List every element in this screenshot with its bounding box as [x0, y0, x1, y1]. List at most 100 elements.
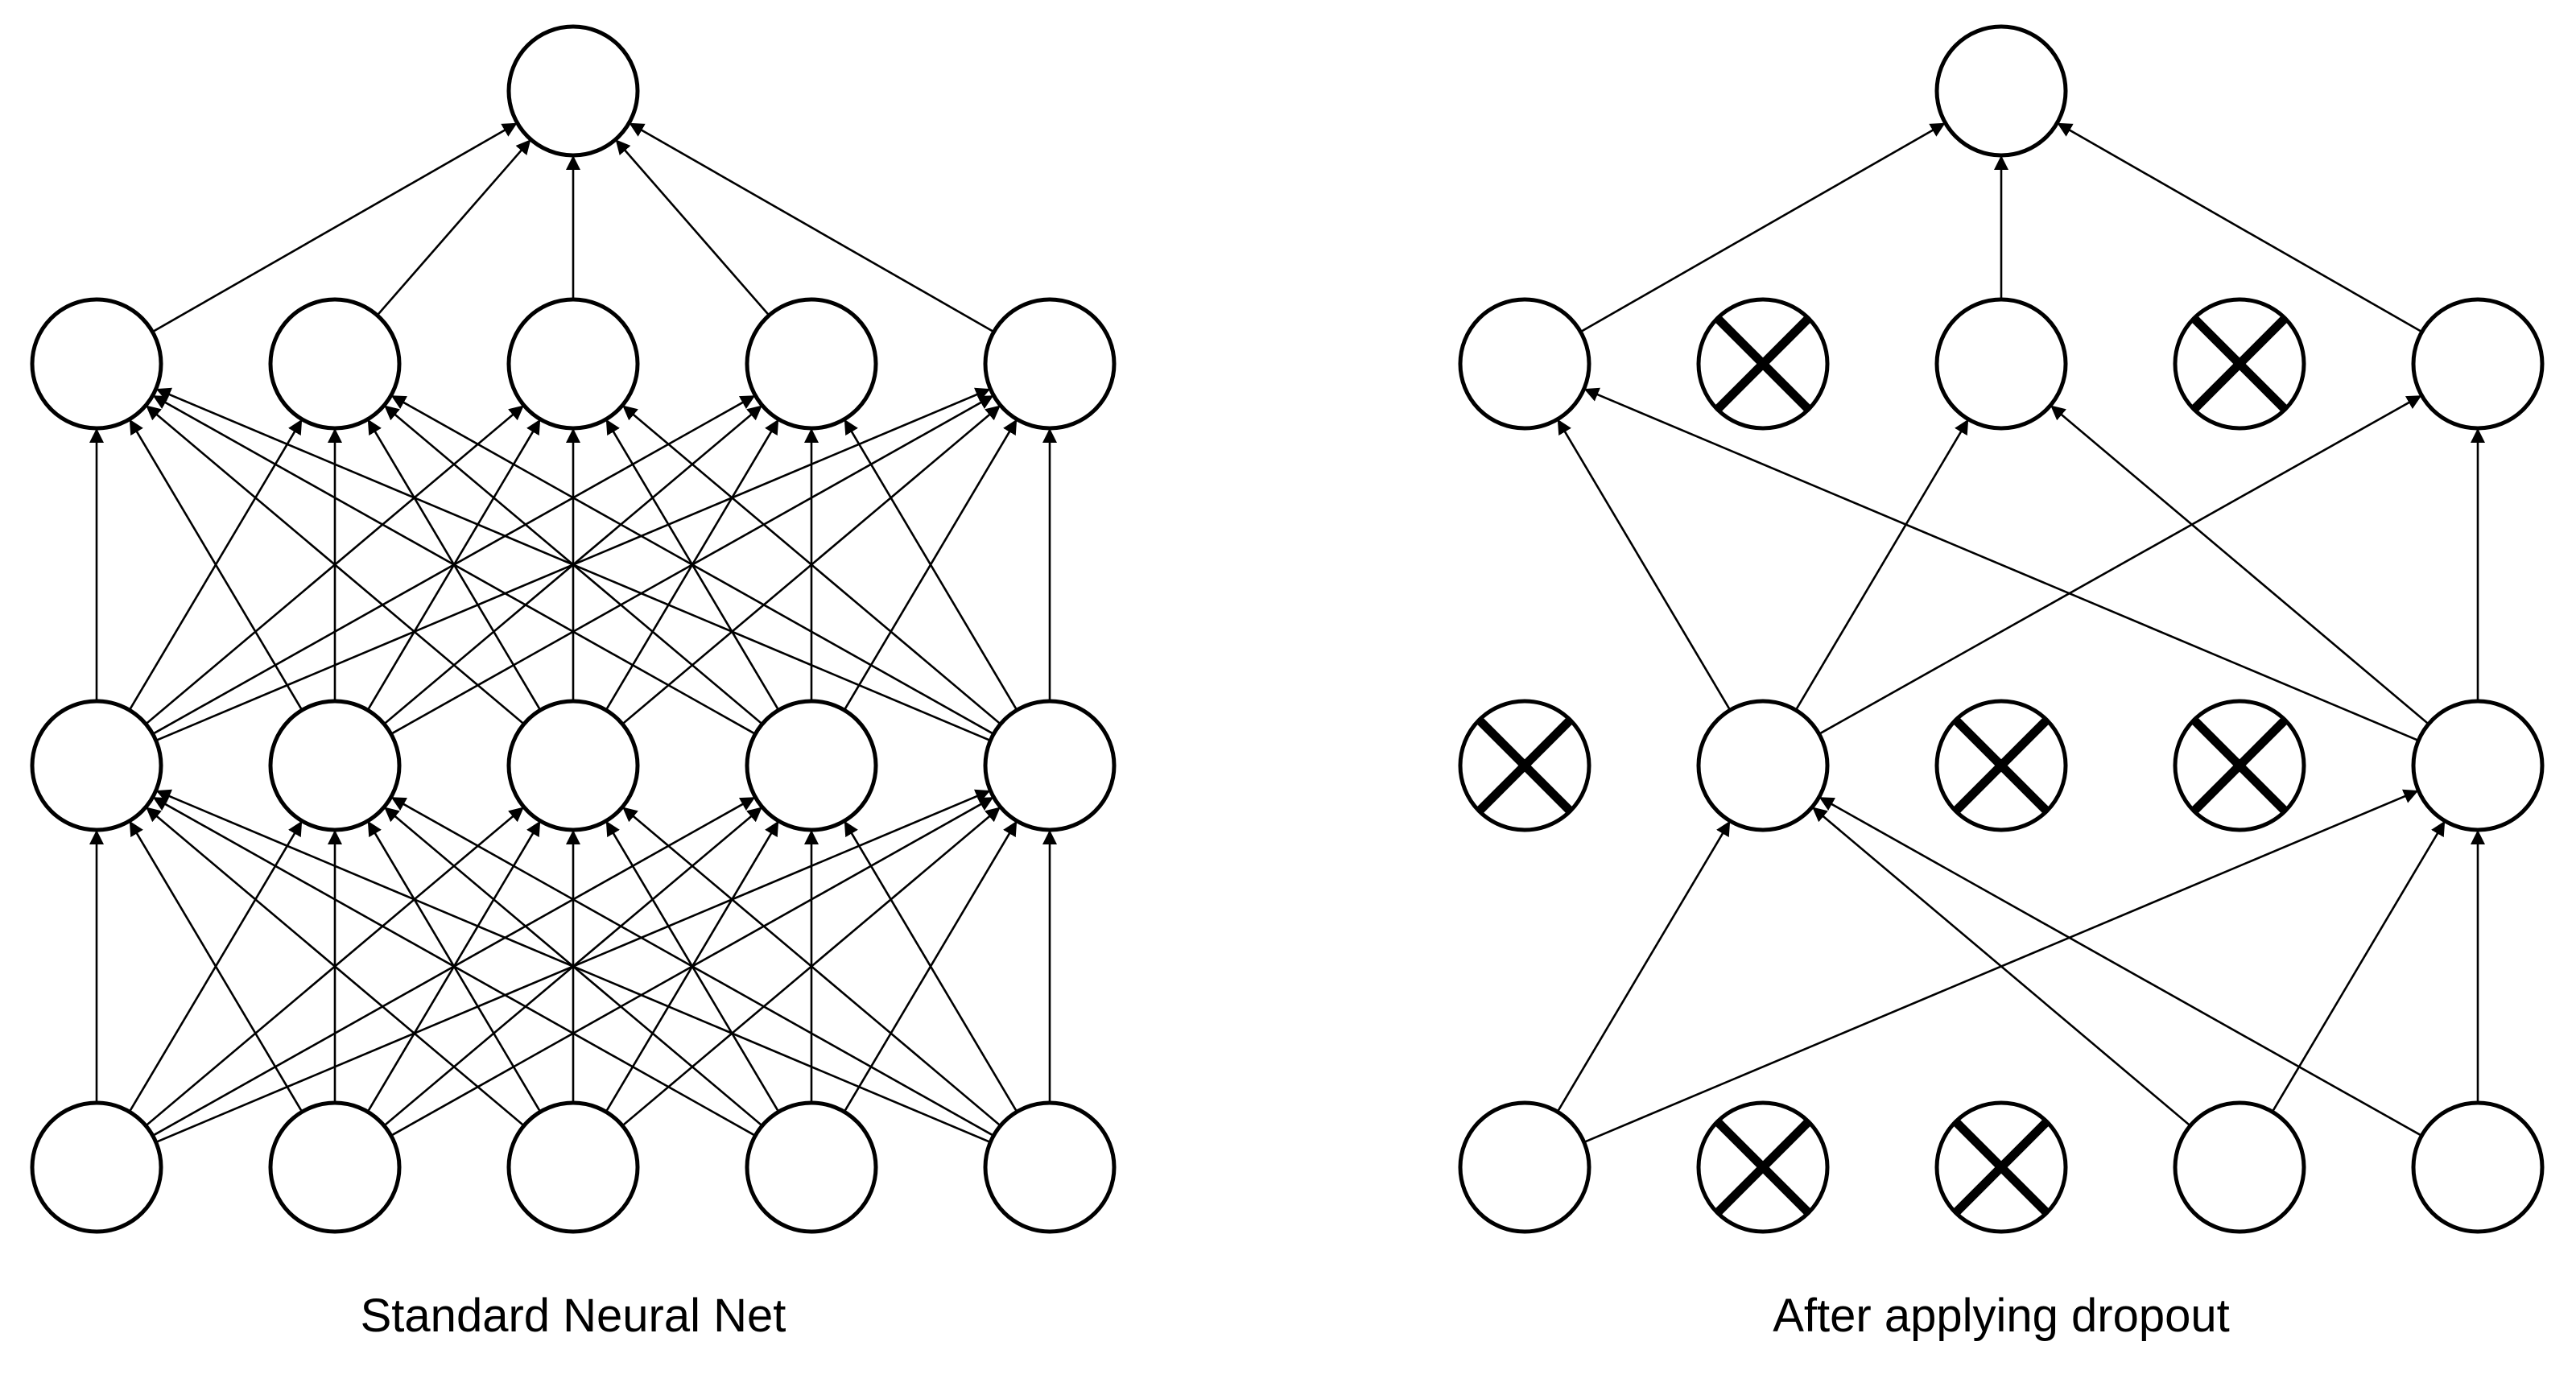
dropped-neuron [1934, 699, 2068, 832]
dropout-net-caption: After applying dropout [1773, 1290, 2230, 1342]
hidden2-neuron [1934, 297, 2068, 431]
hidden1-neuron [983, 699, 1117, 832]
neuron-circle [30, 699, 163, 832]
standard-net-panel [30, 24, 1117, 1234]
neuron-circle [506, 699, 640, 832]
dropout-net-nodes [1458, 24, 2545, 1234]
dropout-net-edges [1556, 122, 2486, 1144]
input-neuron [506, 1100, 640, 1234]
input-neuron [30, 1100, 163, 1234]
connection-arrow [621, 404, 1001, 725]
connection-arrow [152, 796, 756, 1137]
hidden1-neuron [506, 699, 640, 832]
dropped-neuron [1458, 699, 1591, 832]
connection-arrow [145, 806, 525, 1127]
hidden1-neuron [268, 699, 402, 832]
connection-arrow [2050, 404, 2429, 725]
input-neuron [268, 1100, 402, 1234]
neuron-circle [2411, 297, 2545, 431]
connection-arrow [151, 122, 518, 333]
connection-arrow [1818, 394, 2422, 735]
neuron-circle [1696, 699, 1830, 832]
neuron-circle [506, 297, 640, 431]
neuron-circle [2173, 1100, 2306, 1234]
connection-arrow [155, 789, 991, 1144]
standard-net-edges [89, 122, 1058, 1144]
standard-net-nodes [30, 24, 1117, 1234]
cross-icon [1714, 1118, 1812, 1216]
connection-arrow [1794, 419, 1970, 711]
connection-arrow [1583, 387, 2419, 742]
connection-arrow [2271, 820, 2446, 1112]
connection-arrow [1556, 820, 1732, 1112]
cross-icon [1476, 716, 1574, 815]
hidden1-neuron [30, 699, 163, 832]
neuron-circle [1458, 297, 1591, 431]
hidden2-neuron [30, 297, 163, 431]
input-neuron [745, 1100, 878, 1234]
hidden2-neuron [506, 297, 640, 431]
hidden2-neuron [268, 297, 402, 431]
hidden2-neuron [983, 297, 1117, 431]
neuron-circle [745, 699, 878, 832]
dropped-neuron [1696, 1100, 1830, 1234]
connection-arrow [128, 419, 303, 711]
connection-arrow [843, 820, 1018, 1112]
connection-arrow [1556, 419, 1732, 711]
connection-arrow [376, 138, 532, 316]
connection-arrow [390, 394, 994, 735]
cross-icon [1952, 1118, 2050, 1216]
neuron-circle [506, 24, 640, 158]
neuron-circle [30, 1100, 163, 1234]
output-neuron [1934, 24, 2068, 158]
hidden2-neuron [745, 297, 878, 431]
input-neuron [1458, 1100, 1591, 1234]
neuron-circle [506, 1100, 640, 1234]
standard-net-caption: Standard Neural Net [360, 1290, 786, 1342]
hidden2-neuron [2411, 297, 2545, 431]
neuron-circle [2411, 699, 2545, 832]
connection-arrow [1811, 806, 2191, 1127]
hidden1-neuron [745, 699, 878, 832]
neuron-circle [2411, 1100, 2545, 1234]
neuron-circle [745, 297, 878, 431]
connection-arrow [621, 806, 1001, 1127]
dropped-neuron [2173, 699, 2306, 832]
neuron-circle [268, 1100, 402, 1234]
neuron-circle [1934, 24, 2068, 158]
connection-arrow [1579, 122, 1946, 333]
hidden1-neuron [2411, 699, 2545, 832]
connection-arrow [390, 796, 994, 1137]
dropout-net-panel [1458, 24, 2545, 1234]
input-neuron [983, 1100, 1117, 1234]
connection-arrow [614, 138, 770, 316]
hidden1-neuron [1696, 699, 1830, 832]
connection-arrow [155, 387, 991, 742]
neuron-circle [983, 297, 1117, 431]
cross-icon [1952, 716, 2050, 815]
dropped-neuron [1934, 1100, 2068, 1234]
connection-arrow [128, 820, 303, 1112]
connection-arrow [628, 122, 995, 333]
neuron-circle [30, 297, 163, 431]
neuron-circle [983, 699, 1117, 832]
hidden2-neuron [1458, 297, 1591, 431]
connection-arrow [2056, 122, 2423, 333]
input-neuron [2173, 1100, 2306, 1234]
output-neuron [506, 24, 640, 158]
connection-arrow [145, 404, 525, 725]
dropped-neuron [1696, 297, 1830, 431]
cross-icon [1714, 315, 1812, 413]
neuron-circle [1934, 297, 2068, 431]
connection-arrow [843, 419, 1018, 711]
cross-icon [2190, 716, 2289, 815]
neuron-circle [1458, 1100, 1591, 1234]
neuron-circle [268, 699, 402, 832]
neuron-circle [268, 297, 402, 431]
connection-arrow [152, 394, 756, 735]
connection-arrow [1818, 796, 2422, 1137]
dropped-neuron [2173, 297, 2306, 431]
neuron-circle [983, 1100, 1117, 1234]
cross-icon [2190, 315, 2289, 413]
